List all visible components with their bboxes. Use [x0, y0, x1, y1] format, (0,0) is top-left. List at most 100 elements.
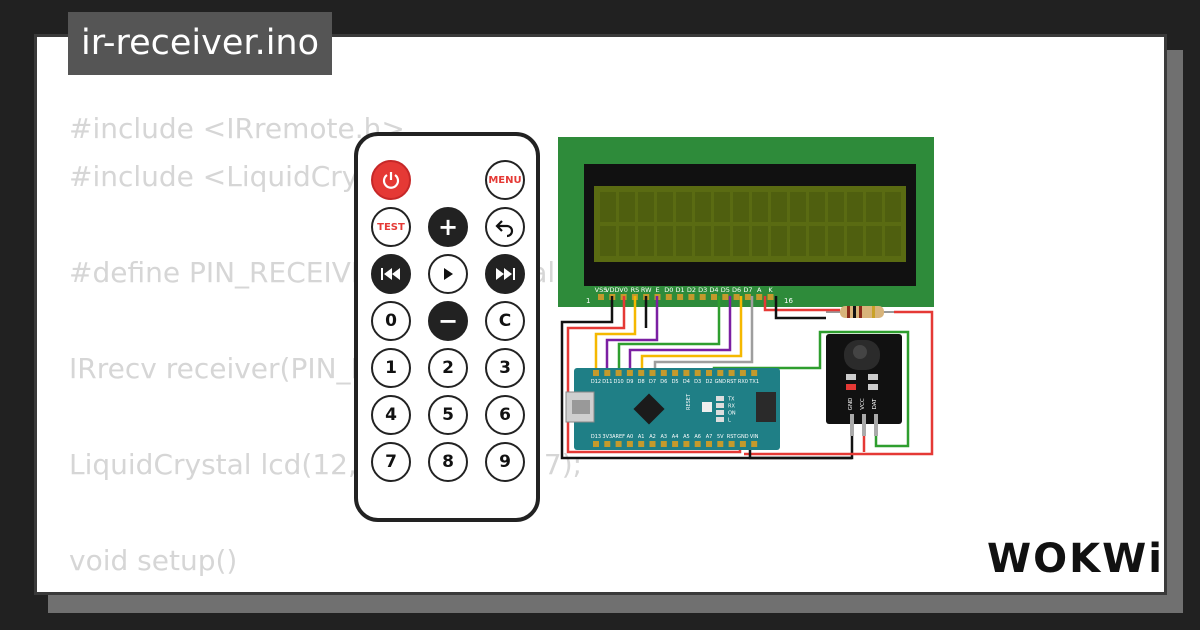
lcd-pin-label: D0	[664, 286, 673, 294]
next-button[interactable]	[485, 254, 525, 294]
digit-5-button[interactable]: 5	[428, 395, 468, 435]
lcd-cell	[619, 226, 635, 256]
wire-black-k	[774, 296, 826, 320]
nano-pin-label: RX0	[738, 379, 748, 385]
lcd-pin-label: D4	[709, 286, 718, 294]
lcd-pin-label: D6	[732, 286, 741, 294]
nano-led	[716, 417, 724, 422]
smd-component	[868, 384, 878, 390]
lcd-cell	[885, 226, 901, 256]
nano-pin-label: D3	[694, 379, 701, 385]
ir-pin-label: DAT	[872, 398, 878, 409]
nano-pin	[649, 370, 656, 376]
digit-2-button[interactable]: 2	[428, 348, 468, 388]
digit-6-button[interactable]: 6	[485, 395, 525, 435]
nano-pin	[706, 441, 712, 447]
wire-gray-d7	[653, 296, 754, 378]
nano-pin-label: D11	[602, 379, 612, 385]
nano-pin	[660, 441, 667, 447]
plus-button[interactable]: +	[428, 207, 468, 247]
wire-black-vss	[560, 296, 854, 460]
lcd-cell	[619, 192, 635, 222]
nano-pin-label: A4	[672, 434, 679, 440]
nano-pin-label: A6	[694, 434, 701, 440]
lcd-pin	[733, 294, 740, 300]
nano-pin-label: A5	[683, 434, 690, 440]
nano-pin-label: RST	[727, 434, 738, 440]
lcd-cell	[771, 192, 787, 222]
lcd-pin	[665, 294, 672, 300]
lcd-pin-label: D2	[687, 286, 696, 294]
digit-3-button[interactable]: 3	[485, 348, 525, 388]
nano-pin	[717, 441, 724, 447]
ir-remote[interactable]: MENU TEST + 0 − C 1 2 3 4 5 6 7 8 9	[354, 132, 540, 522]
minus-button[interactable]: −	[428, 301, 468, 341]
lcd-cell	[600, 226, 616, 256]
lcd-pin-label: K	[768, 286, 773, 294]
back-button[interactable]	[485, 207, 525, 247]
arduino-nano	[574, 368, 780, 450]
wire-yellow-d6	[640, 296, 743, 378]
lcd-pin-label: A	[757, 286, 762, 294]
preview-card[interactable]: #include <IRremote.h>#include <LiquidCry…	[34, 34, 1167, 595]
nano-led	[716, 403, 724, 408]
lcd-cell	[638, 226, 654, 256]
power-button[interactable]	[371, 160, 411, 200]
nano-pin-label: A3	[660, 434, 667, 440]
lcd-pin-last: 16	[784, 297, 793, 305]
nano-led	[716, 396, 724, 401]
nano-led-label: ON	[728, 411, 736, 417]
lcd-pin	[688, 294, 695, 300]
nano-pin-label: A1	[638, 434, 645, 440]
resistor-band	[859, 306, 862, 318]
nano-pin-label: A0	[627, 434, 634, 440]
digit-1-button[interactable]: 1	[371, 348, 411, 388]
digit-9-button[interactable]: 9	[485, 442, 525, 482]
lcd-pin-label: RW	[641, 286, 652, 294]
nano-pin-label: D8	[638, 379, 645, 385]
back-icon	[495, 220, 514, 238]
reset-label: RESET	[686, 393, 692, 410]
smd-component	[846, 374, 856, 380]
nano-pin	[694, 370, 701, 376]
wire-purple-d5	[628, 296, 732, 378]
prev-button[interactable]	[371, 254, 411, 294]
lcd-cell	[866, 192, 882, 222]
nano-pin	[604, 441, 611, 447]
nano-led-label: RX	[728, 404, 735, 410]
lcd-pin-label: V0	[619, 286, 628, 294]
lcd-cell	[828, 226, 844, 256]
digit-4-button[interactable]: 4	[371, 395, 411, 435]
lcd-pin-label: VDD	[605, 286, 619, 294]
lcd-cell	[714, 192, 730, 222]
digit-0-button[interactable]: 0	[371, 301, 411, 341]
resistor-band	[853, 306, 856, 318]
play-button[interactable]	[428, 254, 468, 294]
lcd-pin-label: D5	[721, 286, 730, 294]
nano-pin	[739, 370, 746, 376]
resistor-band	[847, 306, 850, 318]
ir-pin-label: GND	[848, 398, 854, 411]
nano-pin	[717, 370, 724, 376]
nano-pin	[638, 441, 645, 447]
digit-8-button[interactable]: 8	[428, 442, 468, 482]
nano-pin	[638, 370, 645, 376]
nano-pin-label: D10	[613, 379, 623, 385]
nano-pin-label: D5	[672, 379, 679, 385]
clear-button[interactable]: C	[485, 301, 525, 341]
nano-pin	[615, 441, 622, 447]
ir-pin	[862, 414, 866, 436]
lcd-cell	[809, 226, 825, 256]
nano-pin-label: RST	[727, 379, 738, 385]
digit-7-button[interactable]: 7	[371, 442, 411, 482]
menu-button[interactable]: MENU	[485, 160, 525, 200]
nano-pin	[739, 441, 746, 447]
rewind-icon	[381, 268, 400, 280]
wokwi-logo: WOKWi	[987, 536, 1164, 582]
test-button[interactable]: TEST	[371, 207, 411, 247]
icsp-header	[756, 392, 776, 422]
nano-pin	[593, 370, 599, 376]
